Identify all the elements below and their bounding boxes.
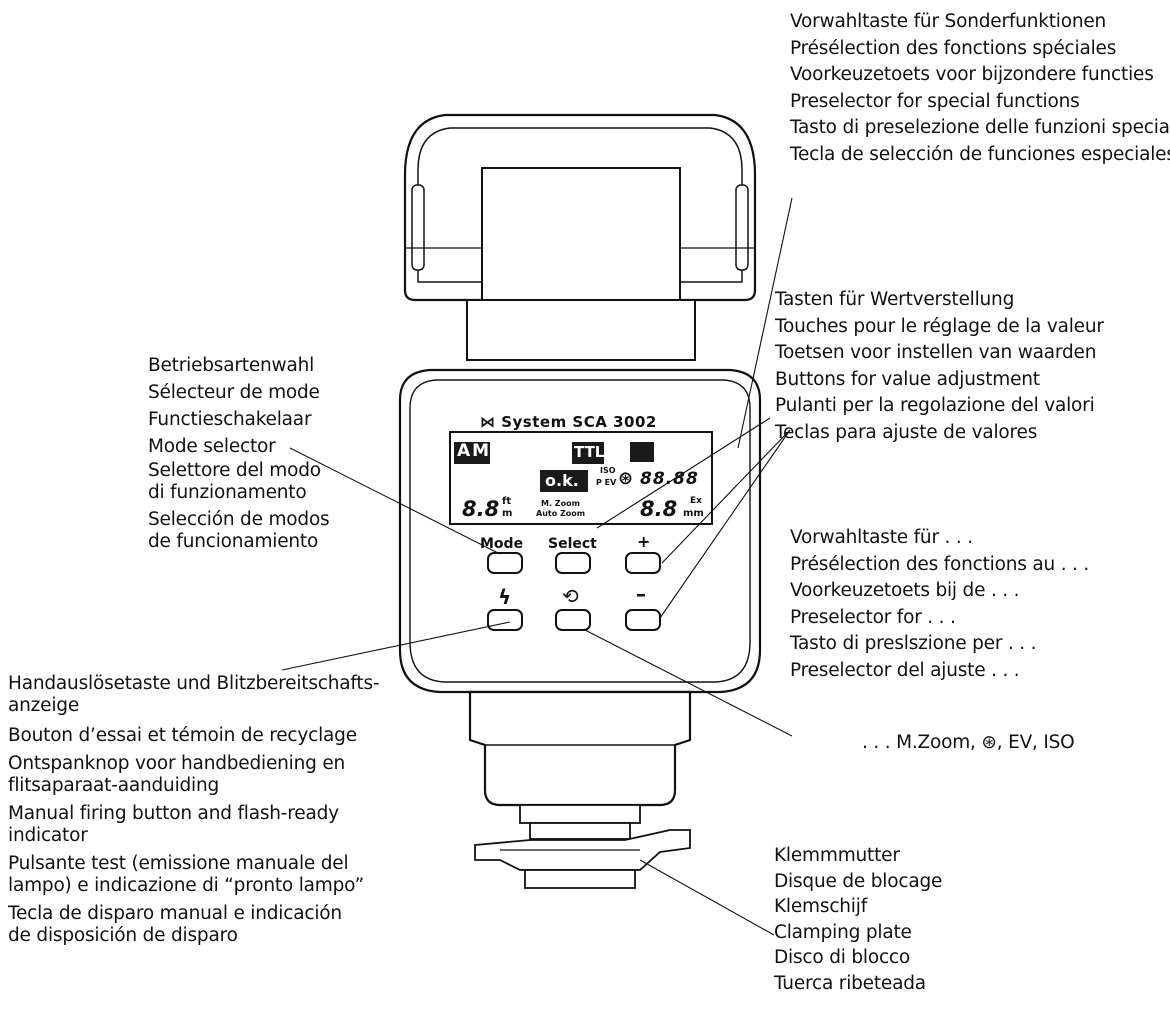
lcd-unit-ex: Ex [690,496,702,506]
flash-icon: ϟ [498,585,512,609]
minus-button-label: – [636,582,646,606]
select-button-label: Select [548,536,597,552]
lcd-autozoom: Auto Zoom [536,509,586,518]
lcd-ok: o.k. [545,471,579,490]
lcd-unit-ft: ft [502,496,512,507]
flash-head [403,113,757,361]
leader-lines [281,197,793,936]
lcd-mzoom: M. Zoom [541,499,580,508]
mode-button-label: Mode [480,536,524,552]
lcd-unit-m: m [502,508,513,519]
lcd-digits-left: 8.8 [462,497,500,521]
lcd-p-ev: P EV [596,478,617,487]
label-preselector-values: . . . M.Zoom, ⊛, EV, ISO [862,732,1075,753]
plus-button-label: + [637,532,651,551]
lcd-mode-am: AM [457,441,492,461]
label-preselector: Vorwahltaste für . . . Présélection des … [790,527,1090,681]
device-brand: ⋈ System SCA 3002 [480,413,657,431]
label-manual-firing: Handauslösetaste und Blitzbereitschafts-… [8,673,380,946]
cycle-icon: ⟲ [562,584,579,608]
label-value-adjust: Tasten für Wertverstellung Touches pour … [775,289,1104,443]
label-special-functions: Vorwahltaste für Sonderfunktionen Présél… [790,11,1170,165]
lcd-unit-mm: mm [683,508,704,519]
lcd-iso: ISO [600,466,616,475]
label-mode-selector: Betriebsartenwahl Sélecteur de mode Func… [148,355,330,552]
lcd-ttl: TTL [574,443,605,461]
aperture-icon: ⊛ [618,468,634,489]
lcd-digits-top: 88.88 [640,469,699,489]
label-clamping: Klemmmutter Disque de blocage Klemschijf… [774,845,943,994]
lcd-panel [449,431,713,525]
lcd-digits-right: 8.8 [640,497,678,521]
